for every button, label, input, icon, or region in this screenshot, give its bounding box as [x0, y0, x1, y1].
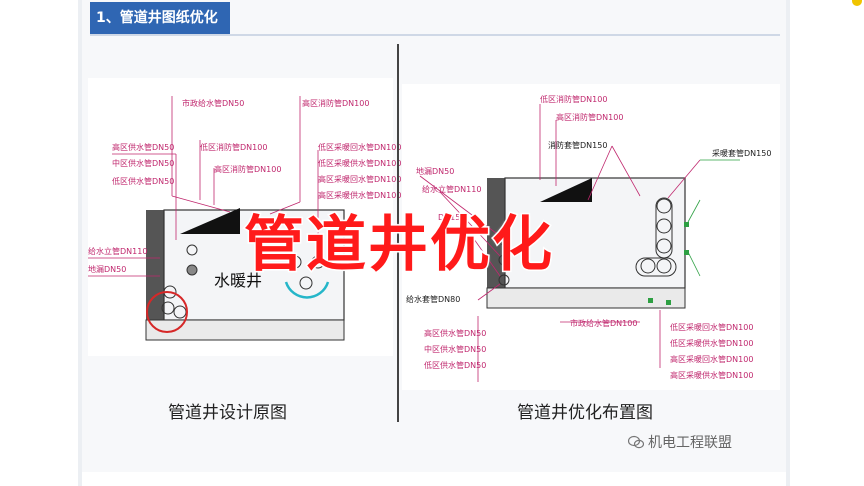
left-leader-lines [88, 96, 319, 277]
right-label-top-3: 消防套管DN150 [548, 140, 607, 150]
left-wall [146, 210, 164, 340]
left-diagram: 市政给水管DN50 高区消防管DN100 高区供水管DN50 中区供水管DN50… [88, 78, 401, 356]
left-red-highlight-circle [146, 291, 188, 333]
section-header: 1、管道井图纸优化 [90, 2, 230, 34]
left-label-bottom-1: 给水立管DN110 [88, 246, 147, 256]
overlay-title: 管道井优化 [243, 209, 554, 282]
left-label-3: 低区供水管DN50 [112, 176, 174, 186]
right-label-br-1: 低区采暖回水管DN100 [670, 322, 753, 332]
left-label-top-a: 市政给水管DN50 [182, 98, 244, 108]
right-label-bottom-4: 低区供水管DN50 [424, 360, 486, 370]
right-label-bottom-3: 中区供水管DN50 [424, 344, 486, 354]
left-label-top-b: 高区消防管DN100 [302, 98, 369, 108]
corner-marker [852, 0, 862, 6]
right-heating-sleeve-2 [635, 257, 677, 277]
left-black-triangle [180, 208, 240, 234]
left-label-right-1: 低区采暖回水管DN100 [318, 142, 401, 152]
right-label-left-1: 地漏DN50 [416, 166, 454, 176]
right-pipe-6 [498, 234, 510, 246]
left-pipe-7 [299, 276, 313, 290]
left-pipe-6 [311, 255, 325, 269]
right-label-top-4: 采暖套管DN150 [712, 148, 771, 158]
right-leader-lines [419, 104, 701, 382]
right-green-lines [687, 159, 740, 277]
left-pipe-5 [288, 255, 302, 269]
left-shaft-base [145, 319, 345, 341]
right-black-triangle [540, 178, 592, 202]
left-caption: 管道井设计原图 [168, 403, 287, 423]
right-pipe-5 [656, 258, 672, 274]
wechat-icon [628, 435, 644, 449]
left-pipe-1 [186, 244, 198, 256]
left-label-right-4: 高区采暖供水管DN100 [318, 190, 401, 200]
left-label-1: 高区供水管DN50 [112, 142, 174, 152]
right-green-markers [648, 222, 689, 305]
right-shaft-outline [504, 177, 686, 289]
right-label-bottom-1: 市政给水管DN100 [570, 318, 637, 328]
right-label-top-2: 高区消防管DN100 [556, 112, 623, 122]
right-pipe-1 [656, 198, 672, 214]
slide-frame-left [78, 0, 82, 486]
left-label-2: 中区供水管DN50 [112, 158, 174, 168]
left-label-mid-2: 高区消防管DN100 [214, 164, 281, 174]
right-pipe-2 [656, 218, 672, 234]
left-pipe-3 [161, 301, 175, 315]
left-label-mid-1: 低区消防管DN100 [200, 142, 267, 152]
right-label-br-2: 低区采暖供水管DN100 [670, 338, 753, 348]
left-pipe-drain [186, 264, 198, 276]
right-pipe-8 [498, 274, 510, 286]
right-pipe-7 [498, 254, 510, 266]
right-pipe-3 [656, 238, 672, 254]
left-room-label: 水暖井 [214, 271, 262, 290]
right-label-br-4: 高区采暖供水管DN100 [670, 370, 753, 380]
right-label-top-1: 低区消防管DN100 [540, 94, 607, 104]
right-label-left-2: 给水立管DN110 [422, 184, 481, 194]
right-label-bottom-2: 高区供水管DN50 [424, 328, 486, 338]
center-divider [397, 44, 399, 422]
header-underline [90, 34, 780, 36]
right-label-left-4: 给水套管DN80 [406, 294, 460, 304]
right-label-br-3: 高区采暖回水管DN100 [670, 354, 753, 364]
slide-frame-right [786, 0, 790, 486]
right-pipe-4 [640, 258, 656, 274]
right-wall [487, 178, 505, 308]
watermark: 机电工程联盟 [628, 432, 732, 452]
left-label-bottom-2: 地漏DN50 [88, 264, 126, 274]
right-label-left-3: DN150 [438, 213, 465, 222]
left-cyan-highlight-arc [284, 281, 330, 299]
left-label-right-2: 低区采暖供水管DN100 [318, 158, 401, 168]
right-caption: 管道井优化布置图 [517, 403, 653, 423]
watermark-text: 机电工程联盟 [648, 435, 732, 451]
right-shaft-base [486, 287, 686, 309]
left-label-right-3: 高区采暖回水管DN100 [318, 174, 401, 184]
right-diagram: 低区消防管DN100 高区消防管DN100 消防套管DN150 采暖套管DN15… [402, 84, 780, 390]
